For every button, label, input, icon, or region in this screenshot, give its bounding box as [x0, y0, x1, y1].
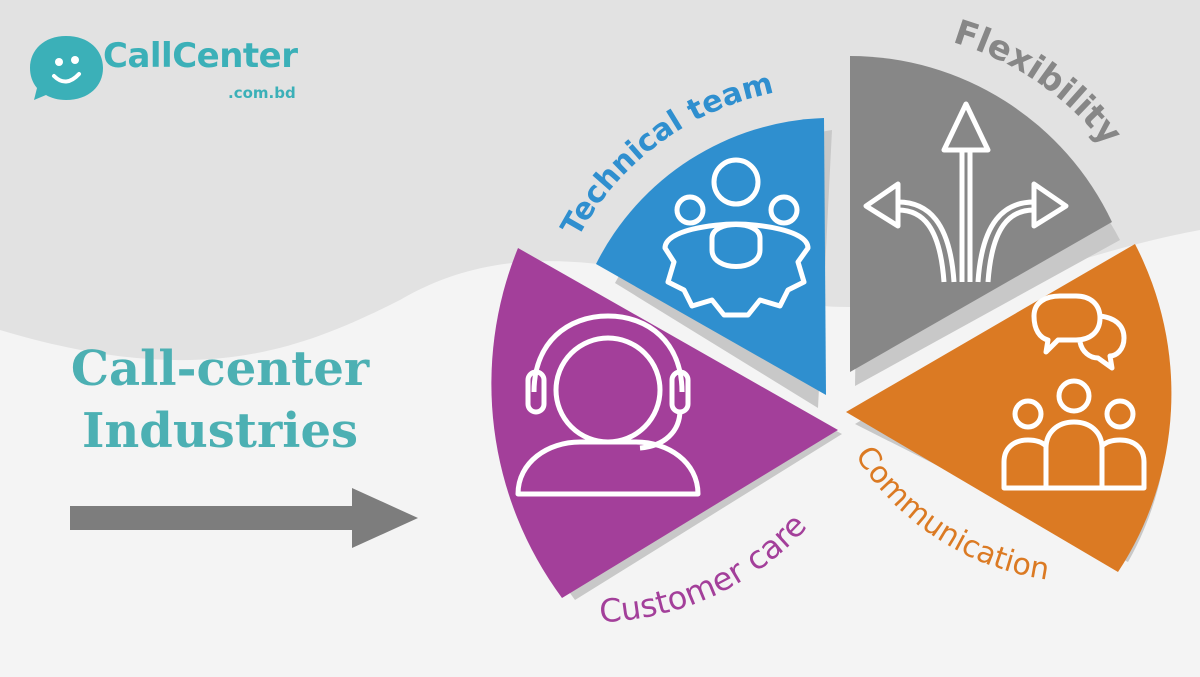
brand-domain: .com.bd: [228, 84, 296, 102]
flexibility-wedge: [850, 56, 1112, 372]
branching-arrows-icon: [863, 101, 1069, 283]
brand-name: CallCenter: [103, 36, 298, 76]
headline-line-2: Industries: [81, 403, 359, 459]
headset-agent-icon: [515, 313, 701, 497]
segment-technical-team: [596, 118, 826, 395]
headline: Call-center Industries: [40, 338, 400, 462]
smiley-chat-bubble-icon: [30, 36, 103, 100]
segment-customer-care: [491, 248, 838, 598]
right-arrow-icon: [70, 488, 418, 548]
team-gear-icon: [662, 157, 811, 318]
customer-care-wedge: [491, 248, 838, 598]
segment-communication: [846, 244, 1172, 572]
chat-group-icon: [1001, 293, 1147, 491]
segment-flexibility: [850, 56, 1112, 372]
headline-line-1: Call-center: [70, 341, 370, 397]
